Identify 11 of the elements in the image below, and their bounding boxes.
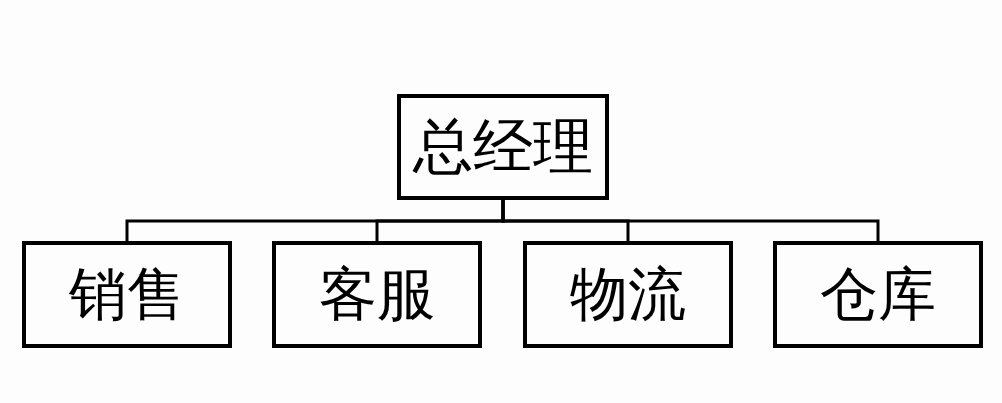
org-chart-box	[22, 241, 232, 348]
org-chart-box	[773, 241, 983, 348]
org-chart-box	[272, 241, 482, 348]
role-label: 仓库	[820, 265, 936, 324]
org-chart-box	[397, 94, 609, 200]
role-label: 客服	[319, 265, 435, 324]
role-label: 总经理	[413, 117, 593, 177]
org-chart-box	[523, 241, 733, 348]
role-label: 物流	[570, 265, 686, 324]
role-label: 销售	[69, 265, 185, 324]
connector-line	[501, 200, 880, 241]
